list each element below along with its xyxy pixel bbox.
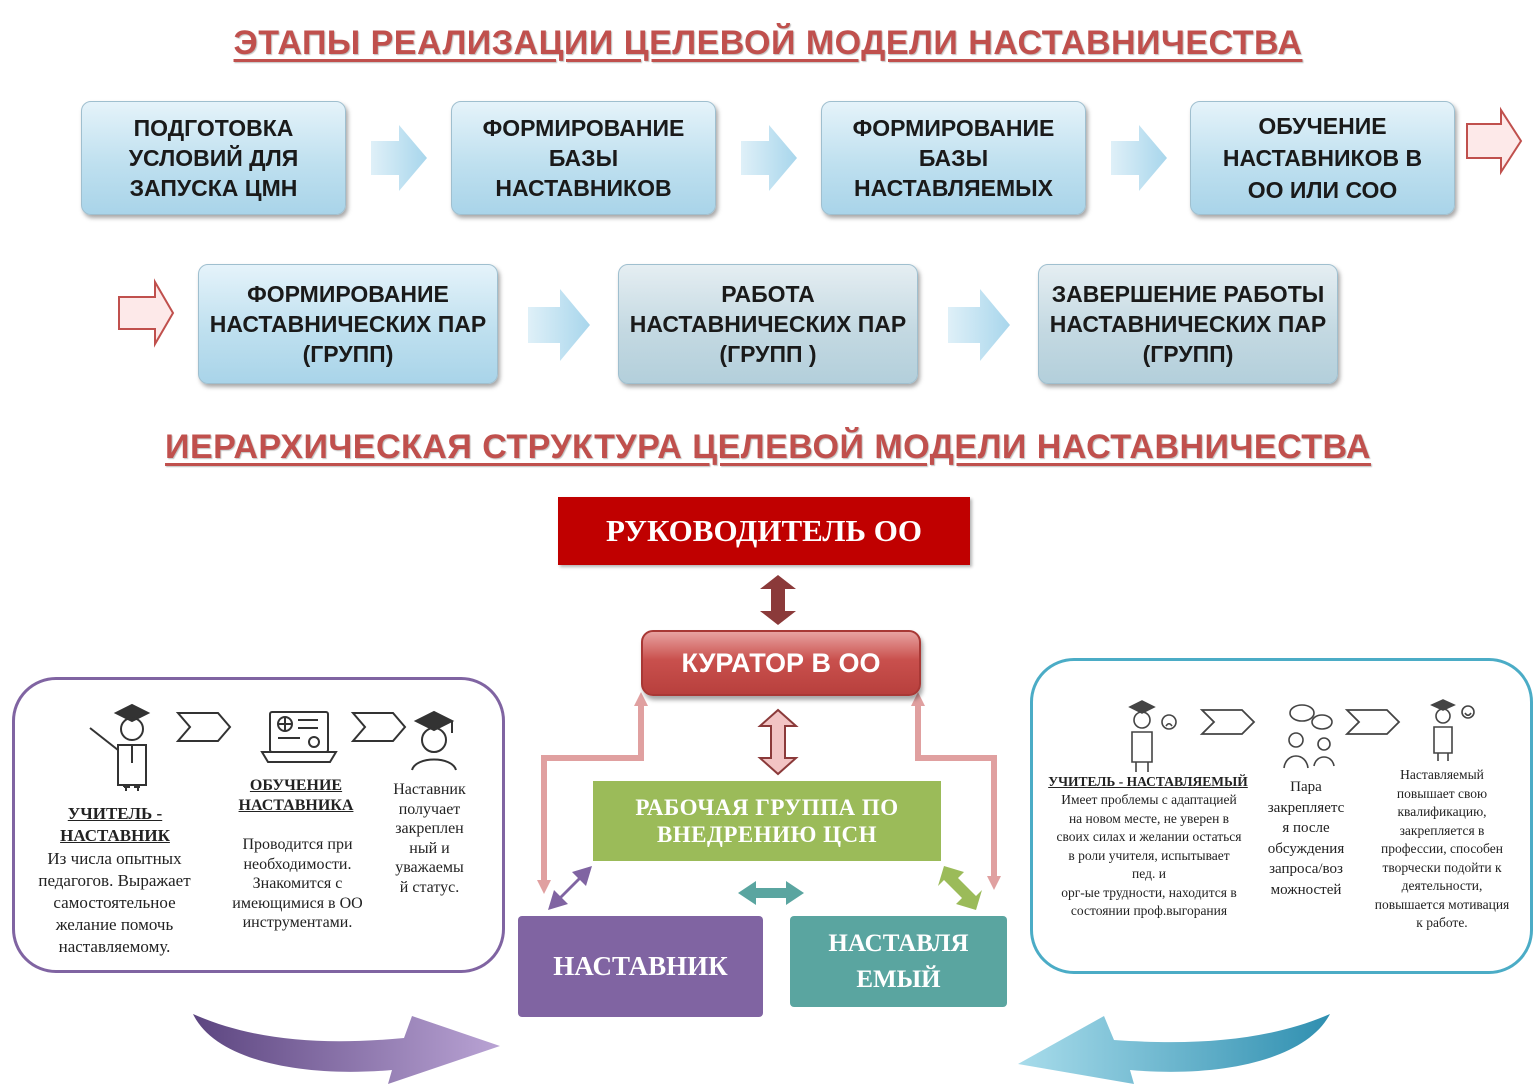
pair-chat-icon [1283, 704, 1335, 769]
mentor-teacher-title: УЧИТЕЛЬ - НАСТАВНИК [60, 804, 170, 845]
blue-arrow-icon [371, 125, 1167, 361]
mentee-panel [1030, 658, 1533, 974]
mentor-training-text: Проводится при необходимости. Знакомится… [232, 836, 363, 931]
red-outline-arrow-icon [118, 106, 1523, 348]
sad-teacher-icon [1128, 700, 1177, 772]
mentor-box: НАСТАВНИК [518, 916, 763, 1017]
stage-mentor-training: ОБУЧЕНИЕ НАСТАВНИКОВ В ОО ИЛИ СОО [1190, 101, 1455, 215]
mentee-teacher-text: Имеет проблемы с адаптацией на новом мес… [1056, 792, 1242, 918]
purple-curved-arrow-icon [193, 1014, 500, 1084]
mentor-mentee-arrow-icon [738, 881, 804, 905]
hierarchy-title: ИЕРАРХИЧЕСКАЯ СТРУКТУРА ЦЕЛЕВОЙ МОДЕЛИ Н… [165, 428, 1371, 466]
mentor-status-text: Наставник получает закреплен ный и уважа… [393, 781, 466, 896]
stage-preparation: ПОДГОТОВКА УСЛОВИЙ ДЛЯ ЗАПУСКА ЦМН [81, 101, 346, 215]
stage-pair-completion: ЗАВЕРШЕНИЕ РАБОТЫ НАСТАВНИЧЕСКИХ ПАР (ГР… [1038, 264, 1338, 384]
stage-pair-forming: ФОРМИРОВАНИЕ НАСТАВНИЧЕСКИХ ПАР (ГРУПП) [198, 264, 498, 384]
happy-graduate-icon [1430, 699, 1475, 761]
workgroup-mentee-arrow-icon [938, 866, 982, 910]
workgroup-mentor-arrow-icon [548, 866, 592, 910]
mentor-training-title: ОБУЧЕНИЕ НАСТАВНИКА [238, 777, 354, 814]
stages-title: ЭТАПЫ РЕАЛИЗАЦИИ ЦЕЛЕВОЙ МОДЕЛИ НАСТАВНИ… [233, 24, 1303, 62]
pair-assignment-text: Пара закрепляетс я после обсуждения запр… [1267, 779, 1345, 898]
teal-curved-arrow-icon [1018, 1014, 1330, 1084]
curator-box: КУРАТОР В ОО [641, 630, 921, 696]
head-of-school-box: РУКОВОДИТЕЛЬ ОО [558, 497, 970, 565]
mentor-teacher-text: Из числа опытных педагогов. Выражает сам… [38, 849, 191, 956]
graduate-icon [411, 710, 457, 771]
mentee-teacher-title: УЧИТЕЛЬ - НАСТАВЛЯЕМЫЙ [1048, 774, 1248, 789]
mentor-panel [12, 677, 505, 973]
laptop-certificate-icon [260, 711, 338, 763]
chevron-right-icon [175, 712, 407, 742]
workgroup-box: РАБОЧАЯ ГРУППА ПО ВНЕДРЕНИЮ ЦСН [593, 781, 941, 861]
mentee-box: НАСТАВЛЯ ЕМЫЙ [790, 916, 1007, 1007]
stage-mentee-base: ФОРМИРОВАНИЕ БАЗЫ НАСТАВЛЯЕМЫХ [821, 101, 1086, 215]
chevron-right-icon [1199, 709, 1401, 735]
stage-pair-work: РАБОТА НАСТАВНИЧЕСКИХ ПАР (ГРУПП ) [618, 264, 918, 384]
curator-mentor-line-icon [541, 700, 997, 882]
stage-mentor-base: ФОРМИРОВАНИЕ БАЗЫ НАСТАВНИКОВ [451, 101, 716, 215]
teacher-with-pointer-icon [89, 703, 151, 791]
curator-workgroup-arrow-icon [757, 708, 799, 776]
head-curator-arrow-icon [760, 575, 796, 625]
mentee-result-text: Наставляемый повышает свою квалификацию,… [1374, 767, 1510, 930]
